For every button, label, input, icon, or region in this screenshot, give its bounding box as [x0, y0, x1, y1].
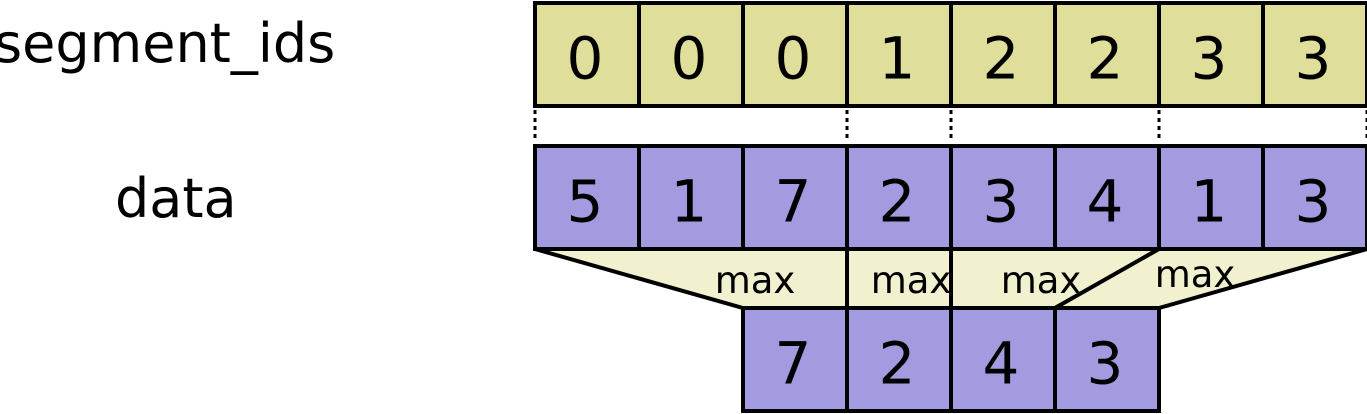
segment-id-value: 0	[775, 25, 812, 93]
segment-id-cell	[741, 1, 849, 108]
segment-id-value: 0	[567, 25, 604, 93]
segment-id-cell	[1157, 1, 1265, 108]
max-operation-label: max	[1001, 259, 1082, 302]
segment-id-value: 0	[671, 25, 708, 93]
max-operation-label: max	[871, 259, 952, 302]
data-value: 7	[775, 168, 812, 236]
data-value: 3	[1295, 168, 1332, 236]
segment-id-value: 3	[1191, 25, 1228, 93]
result-cell	[1053, 306, 1161, 413]
max-operation-label: max	[715, 259, 796, 302]
result-value: 3	[1087, 330, 1124, 398]
segment-funnels: max max max max	[534, 247, 1367, 310]
max-operation-label: max	[1155, 253, 1236, 296]
data-cell	[533, 144, 641, 251]
segment-funnel	[534, 247, 849, 310]
segment-id-cell	[949, 1, 1057, 108]
segment-ids-label: segment_ids	[0, 12, 335, 75]
segment-id-cell	[637, 1, 745, 108]
result-value: 7	[775, 330, 812, 398]
result-cell	[741, 306, 849, 413]
result-value: 4	[983, 330, 1020, 398]
segment-id-value: 3	[1295, 25, 1332, 93]
data-cell	[845, 144, 953, 251]
data-value: 1	[671, 168, 708, 236]
data-label: data	[115, 167, 237, 230]
segment-id-value: 1	[879, 25, 916, 93]
segment-id-cell	[1261, 1, 1367, 108]
segment-boundary-lines	[533, 110, 1367, 142]
data-cell	[1157, 144, 1265, 251]
segment-id-value: 2	[983, 25, 1020, 93]
result-value: 2	[879, 330, 916, 398]
data-cell	[1053, 144, 1161, 251]
data-cell	[1261, 144, 1367, 251]
segment-id-value: 2	[1087, 25, 1124, 93]
data-value: 3	[983, 168, 1020, 236]
data-value: 2	[879, 168, 916, 236]
data-value: 5	[567, 168, 604, 236]
data-value: 4	[1087, 168, 1124, 236]
data-cell	[949, 144, 1057, 251]
result-cell	[845, 306, 953, 413]
segment-id-cell	[845, 1, 953, 108]
data-value: 1	[1191, 168, 1228, 236]
segment-id-cell	[1053, 1, 1161, 108]
